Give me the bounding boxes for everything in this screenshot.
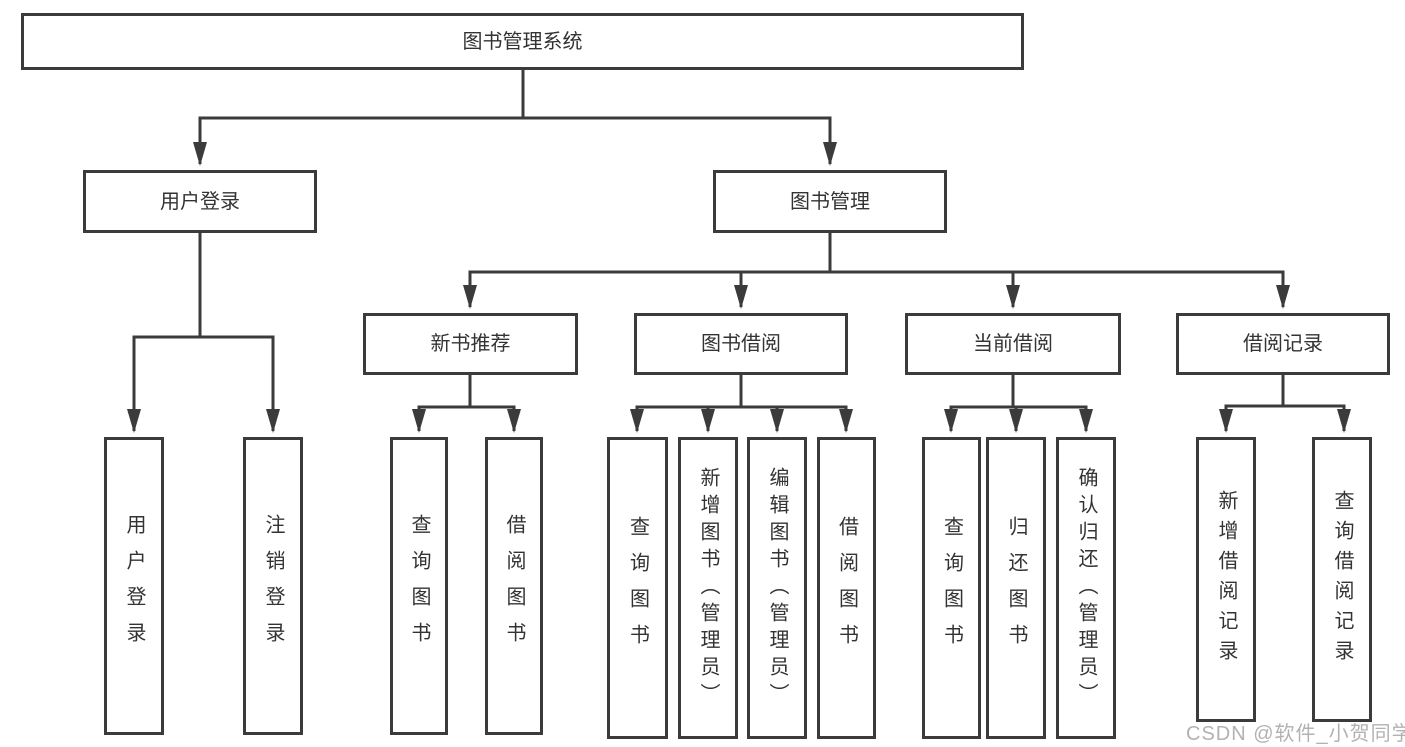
node-label: 图书管理	[790, 190, 870, 213]
node-borrowing-records: 借阅记录	[1176, 313, 1390, 375]
node-label: 用户登录	[160, 190, 240, 213]
node-label: 查询图书	[626, 516, 649, 660]
node-book-borrowing: 图书借阅	[634, 313, 848, 375]
leaf-query-books-recommend: 查询图书	[390, 437, 448, 735]
node-library-management-system: 图书管理系统	[21, 13, 1024, 70]
node-user-login: 用户登录	[83, 170, 317, 233]
node-label: 用户登录	[123, 514, 145, 658]
node-label: 图书借阅	[701, 333, 781, 355]
node-label: 借阅图书	[835, 516, 858, 660]
node-label: 图书管理系统	[462, 30, 583, 53]
leaf-add-borrow-record: 新增借阅记录	[1196, 437, 1256, 722]
node-label: 编辑图书（管理员）	[766, 466, 788, 710]
leaf-edit-books-admin: 编辑图书（管理员）	[747, 437, 807, 739]
leaf-borrow-books: 借阅图书	[817, 437, 876, 739]
node-book-management: 图书管理	[713, 170, 947, 233]
node-label: 查询图书	[940, 516, 963, 660]
leaf-borrow-books-recommend: 借阅图书	[485, 437, 543, 735]
node-label: 注销登录	[262, 514, 284, 658]
node-label: 新增借阅记录	[1215, 489, 1237, 670]
node-label: 当前借阅	[973, 333, 1053, 355]
node-label: 借阅记录	[1243, 333, 1323, 355]
node-current-borrowing: 当前借阅	[905, 313, 1121, 375]
leaf-query-books-current: 查询图书	[922, 437, 981, 739]
node-label: 借阅图书	[503, 514, 525, 658]
node-label: 新增图书（管理员）	[697, 466, 719, 710]
leaf-logout: 注销登录	[243, 437, 303, 735]
node-label: 查询借阅记录	[1331, 489, 1353, 670]
leaf-return-books: 归还图书	[986, 437, 1046, 739]
node-label: 新书推荐	[430, 333, 511, 355]
leaf-query-borrow-record: 查询借阅记录	[1312, 437, 1372, 722]
node-label: 归还图书	[1005, 516, 1027, 660]
leaf-query-books-borrow: 查询图书	[607, 437, 668, 739]
watermark: CSDN @软件_小贺同学	[1186, 723, 1405, 745]
node-new-book-recommendation: 新书推荐	[363, 313, 578, 375]
node-label: 查询图书	[408, 514, 430, 658]
node-label: 确认归还（管理员）	[1075, 466, 1097, 710]
leaf-confirm-return-admin: 确认归还（管理员）	[1056, 437, 1116, 739]
leaf-user-login: 用户登录	[104, 437, 164, 735]
leaf-add-books-admin: 新增图书（管理员）	[678, 437, 738, 739]
